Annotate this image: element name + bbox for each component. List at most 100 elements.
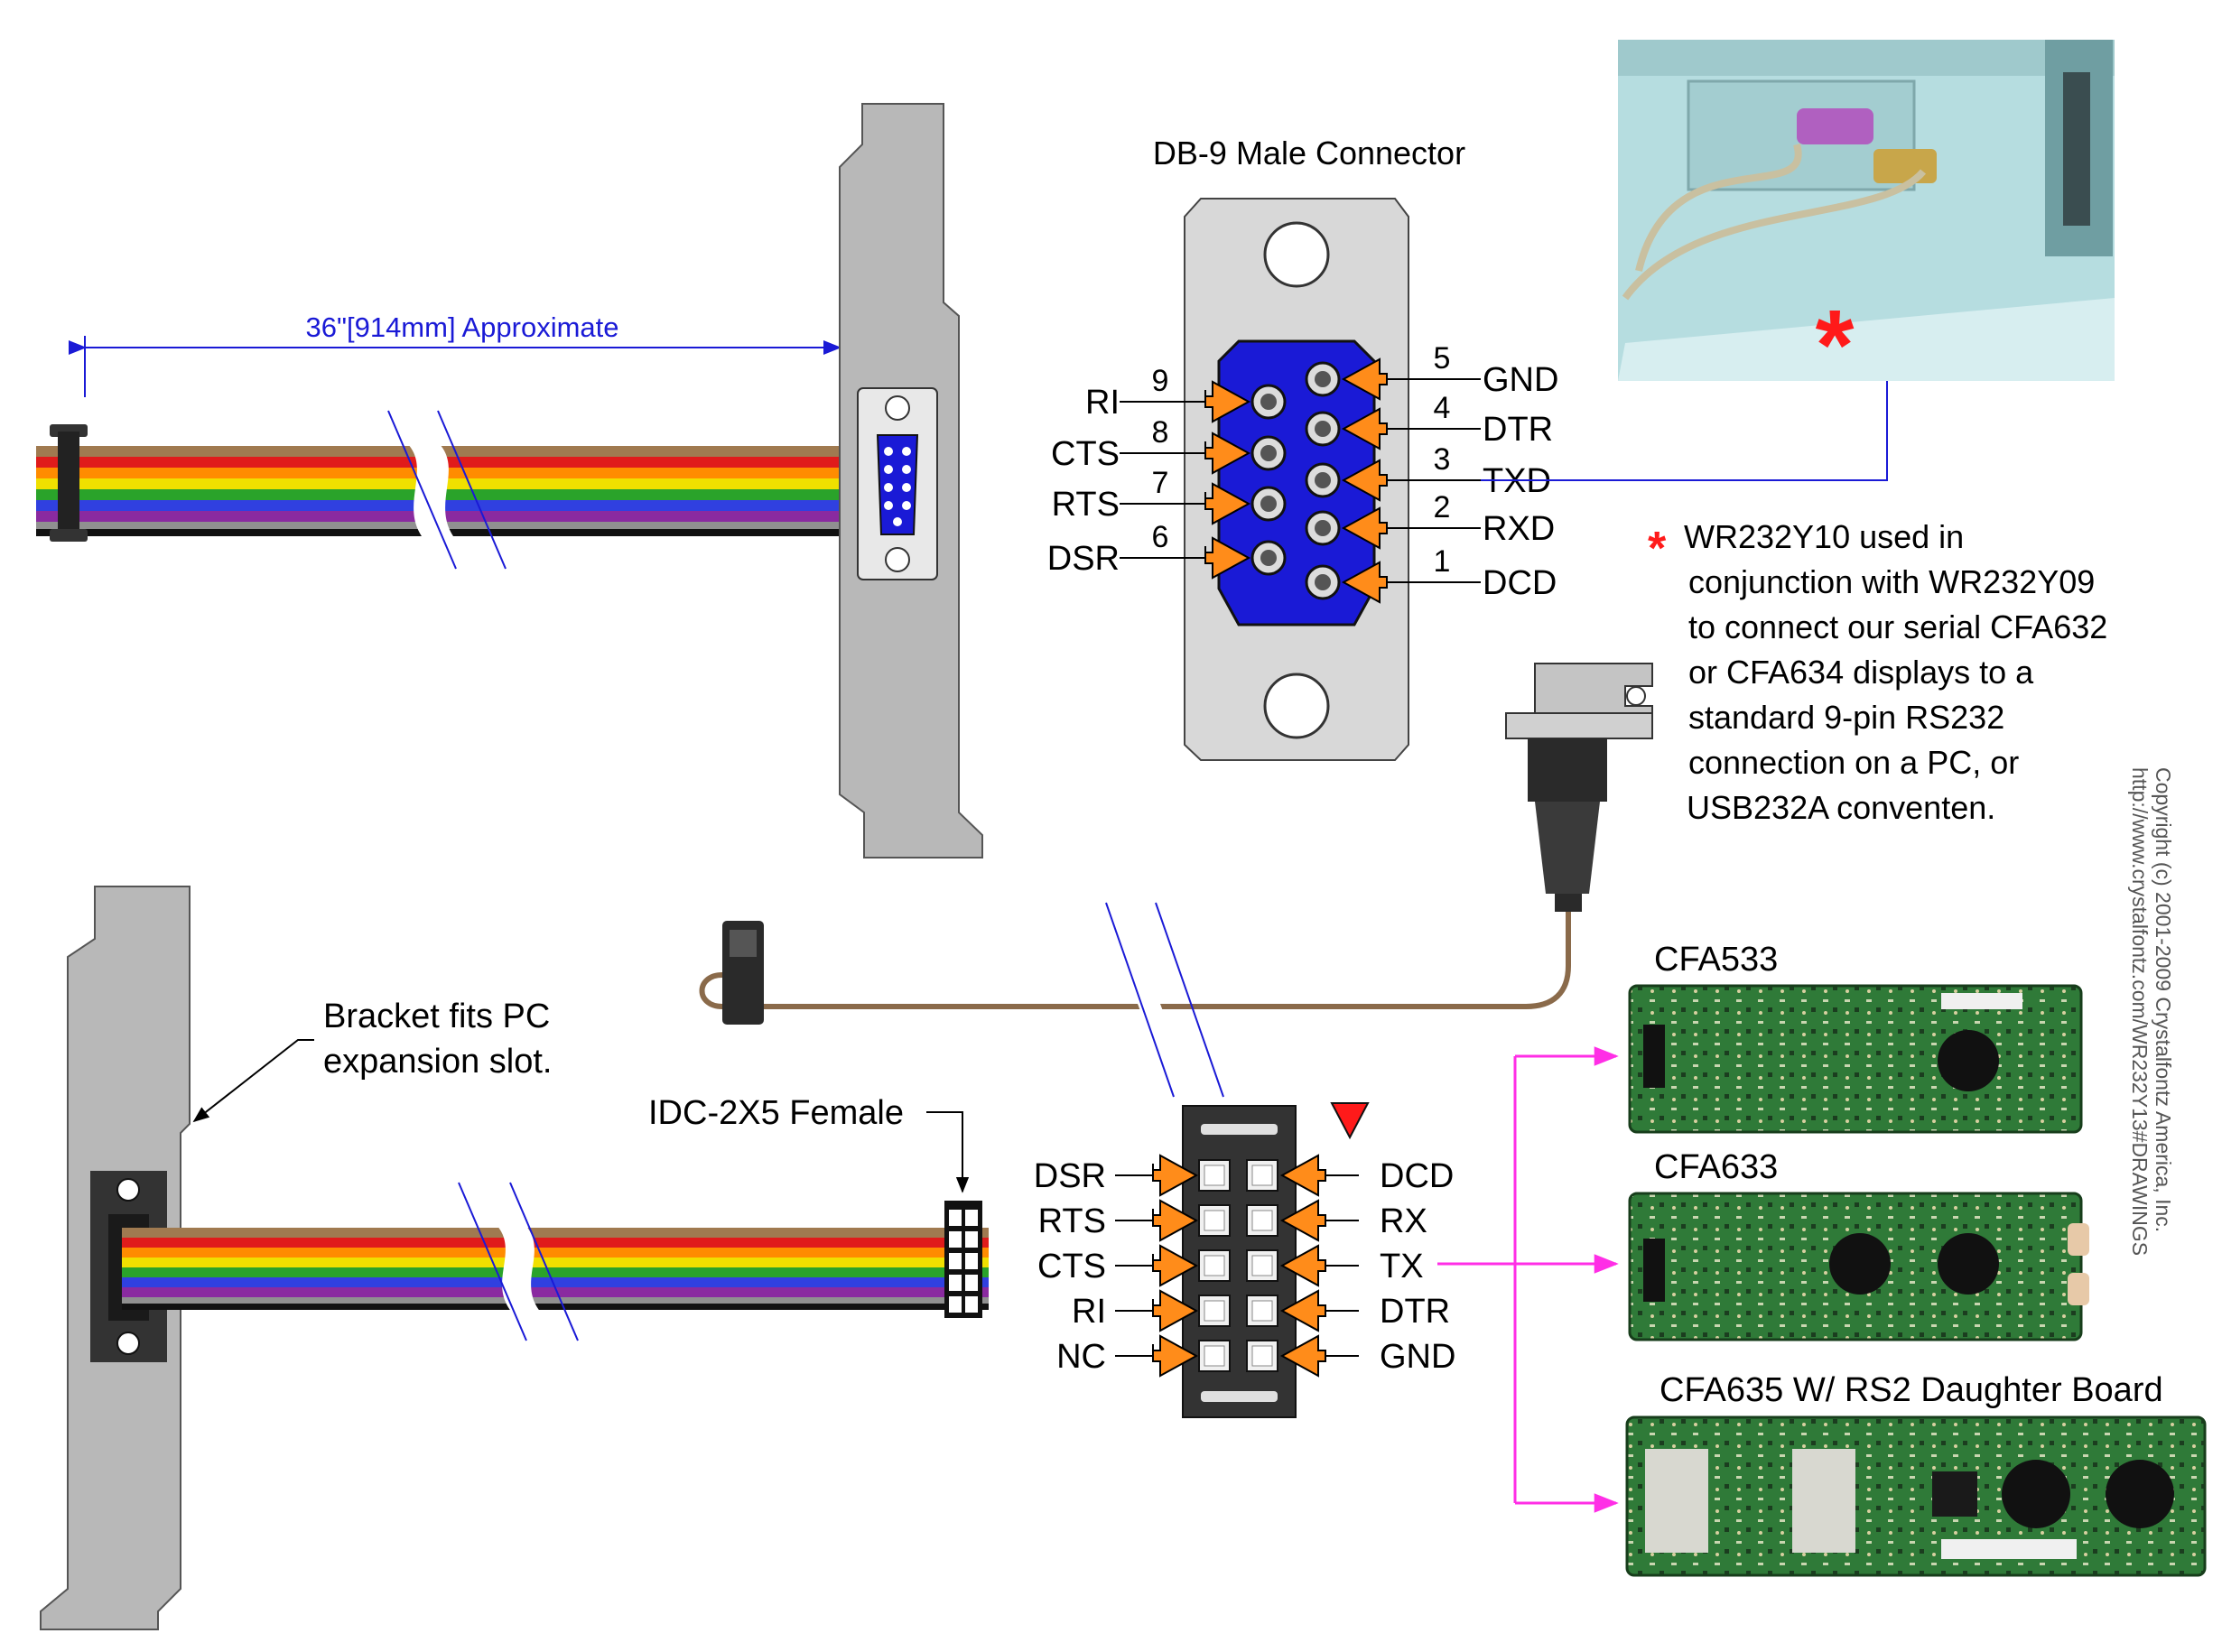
bracket-note-line-1: Bracket fits PC <box>323 998 550 1035</box>
photo-asterisk: * <box>1816 290 1855 401</box>
db9-pin-number: 3 <box>1434 442 1451 477</box>
db9-pin-number: 2 <box>1434 490 1451 524</box>
db9-pin-center <box>1260 445 1277 461</box>
idc-signal-rx: RX <box>1380 1202 1427 1240</box>
idc-pin-inner <box>1204 1210 1225 1231</box>
db9-pin-center <box>1260 550 1277 566</box>
db9-pin-number: 1 <box>1434 544 1451 579</box>
display-cfa533-label: CFA533 <box>1654 941 1778 979</box>
bracket-leader <box>192 1039 314 1123</box>
cable-length-label: 36"[914mm] Approximate <box>305 311 618 343</box>
db9-pins <box>1250 361 1341 600</box>
db9-pin-number: 8 <box>1152 415 1169 450</box>
db9-pin-number: 4 <box>1434 391 1451 425</box>
idc-signal-rts: RTS <box>1038 1202 1106 1240</box>
note-line-2: conjunction with WR232Y09 <box>1688 563 2095 600</box>
idc-pin-inner <box>1204 1165 1225 1186</box>
idc-signal-cts: CTS <box>1037 1248 1106 1285</box>
db9-signal-dcd: DCD <box>1483 564 1557 602</box>
db9-arrow-rts <box>1204 482 1251 525</box>
idc-pin-inner <box>1204 1300 1225 1322</box>
top-bracket <box>839 103 983 858</box>
db9-pin-center <box>1315 472 1331 488</box>
display-cfa635-label: CFA635 W/ RS2 Daughter Board <box>1660 1371 2163 1409</box>
db9-pin-center <box>1260 394 1277 410</box>
idc-small-connector <box>944 1201 982 1318</box>
db9-pin-center <box>1315 421 1331 437</box>
db9-arrow-cts <box>1204 432 1251 475</box>
idc-arrow-nc <box>1152 1334 1199 1378</box>
db9-arrow-dsr <box>1204 536 1251 580</box>
idc-pin-inner <box>1204 1345 1225 1367</box>
display-cfa633-label: CFA633 <box>1654 1148 1778 1186</box>
brown-cable <box>699 902 1571 1098</box>
idc-pin-inner <box>1251 1300 1273 1322</box>
pc-photo: * <box>1618 40 2115 401</box>
db9-arrow-rxd <box>1341 506 1388 550</box>
copyright-line-2: http://www.crystalfontz.com/WR232Y13#DRA… <box>2128 767 2152 1256</box>
top-ribbon-cable <box>36 410 840 570</box>
idc-arrow-ri <box>1152 1289 1199 1332</box>
note-line-4: or CFA634 displays to a <box>1688 654 2034 691</box>
db9-signal-rts: RTS <box>1052 486 1120 524</box>
idc-signal-nc: NC <box>1056 1338 1106 1376</box>
idc-arrow-dsr <box>1152 1154 1199 1197</box>
note-line-1: WR232Y10 used in <box>1684 518 1964 555</box>
db9-signal-dtr: DTR <box>1483 411 1553 449</box>
pin1-marker <box>1330 1102 1370 1140</box>
idc-arrow-gnd <box>1279 1334 1326 1378</box>
db9-arrow-txd <box>1341 459 1388 502</box>
db9-signal-rxd: RXD <box>1483 510 1555 548</box>
idc-pin-inner <box>1251 1345 1273 1367</box>
db9-pin-number: 7 <box>1152 466 1169 500</box>
top-cable-end-clamp <box>50 424 88 542</box>
idc-arrow-tx <box>1279 1244 1326 1287</box>
db9-title: DB-9 Male Connector <box>1153 135 1465 172</box>
copyright-line-1: Copyright (c) 2001-2009 Crystalfontz Ame… <box>2152 767 2175 1232</box>
db9-arrow-ri <box>1204 380 1251 423</box>
board-cfa635 <box>1625 1415 2207 1577</box>
bracket-note-line-2: expansion slot. <box>323 1043 553 1081</box>
dimension-line: 36"[914mm] Approximate <box>69 311 841 424</box>
idc-signal-dtr: DTR <box>1380 1293 1450 1331</box>
board-cfa633 <box>1628 1192 2089 1341</box>
note-line-5: standard 9-pin RS232 <box>1688 699 2004 736</box>
wr232-note: * WR232Y10 used in conjunction with WR23… <box>1648 518 2107 826</box>
db9-pin-center <box>1315 520 1331 536</box>
note-line-7: USB232A conventen. <box>1687 789 1995 826</box>
idc-label: IDC-2X5 Female <box>648 1094 904 1132</box>
idc-pin-inner <box>1204 1255 1225 1276</box>
idc-signal-dsr: DSR <box>1034 1157 1106 1195</box>
idc-signal-ri: RI <box>1072 1293 1106 1331</box>
note-asterisk: * <box>1648 523 1667 575</box>
wr232y10-plug <box>1505 663 1653 912</box>
copyright-block: Copyright (c) 2001-2009 Crystalfontz Ame… <box>2128 767 2175 1256</box>
db9-pin-number: 9 <box>1152 364 1169 398</box>
idc-signal-gnd: GND <box>1380 1338 1455 1376</box>
idc-arrow-rx <box>1279 1199 1326 1242</box>
note-line-3: to connect our serial CFA632 <box>1688 608 2107 645</box>
idc-left-labels: DSR RTS CTS RI NC <box>1034 1154 1199 1378</box>
db9-pin-center <box>1315 371 1331 387</box>
idc-arrow-dcd <box>1279 1154 1326 1197</box>
db9-pin-number: 6 <box>1152 520 1169 554</box>
db9-arrow-gnd <box>1341 357 1388 401</box>
board-cfa533 <box>1628 984 2083 1134</box>
idc-arrow-cts <box>1152 1244 1199 1287</box>
db9-signal-dsr: DSR <box>1047 540 1120 578</box>
idc-leader <box>926 1111 970 1193</box>
idc-pin-inner <box>1251 1210 1273 1231</box>
idc-pin-inner <box>1251 1165 1273 1186</box>
tx-distribution <box>1437 1046 1619 1513</box>
db9-pin-number: 5 <box>1434 341 1451 376</box>
idc-arrow-rts <box>1152 1199 1199 1242</box>
idc-arrow-dtr <box>1279 1289 1326 1332</box>
db9-arrow-dcd <box>1341 561 1388 604</box>
note-line-6: connection on a PC, or <box>1688 744 2019 781</box>
idc-pin-inner <box>1251 1255 1273 1276</box>
db9-arrow-dtr <box>1341 407 1388 450</box>
